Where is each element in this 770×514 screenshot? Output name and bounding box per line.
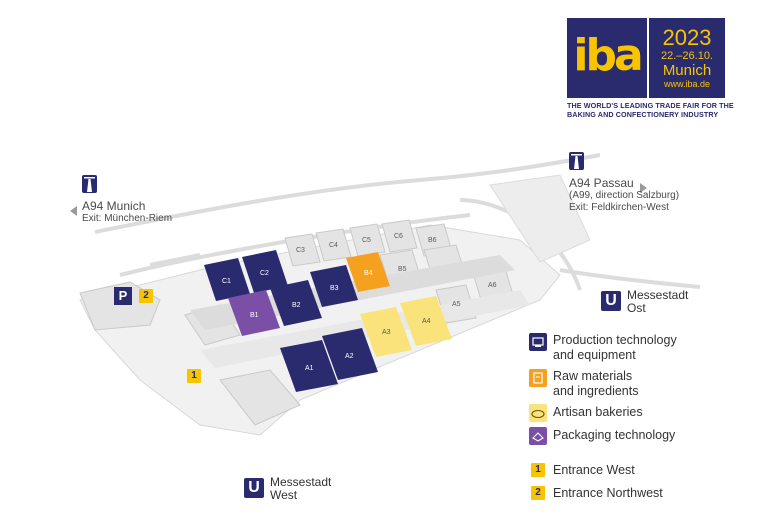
legend-raw-line1: Raw materials	[553, 369, 633, 383]
hall-b1-label: B1	[250, 312, 259, 319]
subway-station-west-icon[interactable]: U	[244, 478, 264, 498]
station-west-label: Messestadt West	[270, 476, 331, 502]
hall-b4[interactable]: B4	[346, 252, 390, 292]
motorway-icon	[569, 152, 584, 170]
station-east-line2: Ost	[627, 301, 646, 315]
tagline-line-1: THE WORLD'S LEADING TRADE FAIR FOR THE	[567, 101, 734, 110]
hall-a2-label: A2	[345, 353, 354, 360]
hall-a5-label: A5	[452, 301, 461, 308]
grey-hall-labels: C3 C4 C5 C6 B5 B6 A5 A6	[296, 233, 497, 308]
hall-c6-label: C6	[394, 233, 403, 240]
ingredients-icon	[529, 369, 547, 387]
event-date-box: 2023 22.–26.10. Munich www.iba.de	[649, 18, 725, 98]
iba-logo-text: iba	[573, 30, 643, 81]
iba-logo-mark: iba	[567, 18, 647, 98]
hall-b2-label: B2	[292, 302, 301, 309]
highway-west-exit: Exit: München-Riem	[82, 213, 173, 224]
parking-badge[interactable]: P	[114, 287, 132, 305]
hall-b1[interactable]: B1	[228, 290, 280, 336]
hall-a4-label: A4	[422, 318, 431, 325]
legend-packaging-label: Packaging technology	[553, 428, 676, 442]
hall-b6-label: B6	[428, 237, 437, 244]
legend-entrance-west-label: Entrance West	[553, 463, 635, 477]
hall-b3[interactable]: B3	[310, 265, 358, 307]
bread-icon	[529, 404, 547, 422]
entrance-northwest-marker[interactable]: 2	[139, 289, 153, 303]
event-website[interactable]: www.iba.de	[663, 79, 711, 89]
highway-west-name: A94 Munich	[82, 199, 146, 213]
hall-a1[interactable]: A1	[280, 340, 338, 392]
legend-production-label: Production technology and equipment	[553, 333, 677, 363]
hall-b3-label: B3	[330, 285, 339, 292]
motorway-icon	[82, 175, 97, 193]
entrance-west-marker[interactable]: 1	[187, 369, 201, 383]
packaging-icon	[529, 427, 547, 445]
highway-east-direction: (A99, direction Salzburg)	[569, 190, 680, 201]
arrow-west-icon	[70, 206, 77, 216]
highway-west-label: A94 Munich Exit: München-Riem	[82, 199, 172, 225]
hall-c3-label: C3	[296, 247, 305, 254]
hall-c1-label: C1	[222, 278, 231, 285]
hall-a3[interactable]: A3	[360, 307, 412, 357]
legend-entrance-northwest-badge: 2	[531, 486, 545, 500]
logo-tagline: THE WORLD'S LEADING TRADE FAIR FOR THE B…	[567, 101, 757, 119]
station-east-line1: Messestadt	[627, 288, 689, 302]
highway-east-label: A94 Passau (A99, direction Salzburg) Exi…	[569, 176, 679, 214]
arrow-east-icon	[640, 183, 647, 193]
legend-entrance-northwest-label: Entrance Northwest	[553, 486, 663, 500]
hall-b4-label: B4	[364, 270, 373, 277]
station-east-label: Messestadt Ost	[627, 289, 688, 315]
highway-east-name: A94 Passau	[569, 176, 634, 190]
event-year: 2023	[662, 25, 712, 50]
hall-a2[interactable]: A2	[322, 328, 378, 380]
hall-c1[interactable]: C1	[204, 258, 250, 301]
hall-b2[interactable]: B2	[270, 280, 322, 326]
legend-production-line1: Production technology	[553, 333, 677, 347]
station-west-line2: West	[270, 488, 298, 502]
legend-raw-line2: and ingredients	[553, 384, 639, 398]
hall-a4[interactable]: A4	[400, 296, 452, 346]
hall-b5-label: B5	[398, 266, 407, 273]
hall-c4-label: C4	[329, 242, 338, 249]
event-city: Munich	[662, 62, 712, 79]
legend-production-line2: and equipment	[553, 348, 636, 362]
legend-raw-materials-label: Raw materials and ingredients	[553, 369, 638, 399]
subway-station-east-icon[interactable]: U	[601, 291, 621, 311]
legend-artisan-label: Artisan bakeries	[553, 405, 643, 419]
station-west-line1: Messestadt	[270, 475, 332, 489]
hall-c2[interactable]: C2	[242, 250, 288, 293]
iba-logo: iba 2023 22.–26.10. Munich www.iba.de	[567, 18, 725, 98]
legend-entrance-west-badge: 1	[531, 463, 545, 477]
machine-icon	[529, 333, 547, 351]
tagline-line-2: BAKING AND CONFECTIONERY INDUSTRY	[567, 110, 719, 119]
highway-east-exit: Exit: Feldkirchen-West	[569, 202, 669, 213]
hall-c2-label: C2	[260, 270, 269, 277]
hall-c5-label: C5	[362, 237, 371, 244]
hall-a1-label: A1	[305, 365, 314, 372]
event-dates: 22.–26.10.	[661, 50, 713, 62]
hall-a3-label: A3	[382, 329, 391, 336]
hall-a6-label: A6	[488, 282, 497, 289]
